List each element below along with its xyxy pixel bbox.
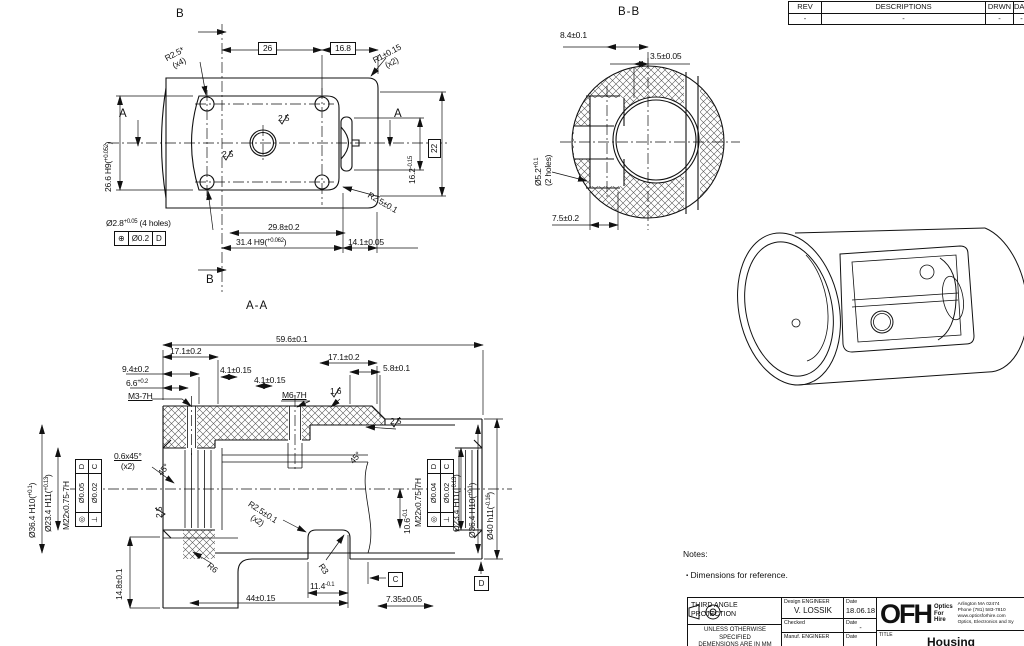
dim-14-8: 14.8±0.1 <box>114 568 124 600</box>
checked-cell: Checked <box>782 619 844 633</box>
surface-finish-icon <box>330 387 341 398</box>
drwn-col-header: DRWN <box>986 2 1014 13</box>
dim-44: 44±0.15 <box>246 593 276 603</box>
iso-view-drawing <box>737 227 1024 386</box>
company-address: Arlington MA 02474 Phone (781) 583-7810 … <box>957 602 1014 625</box>
dim-11-4: 11.4-0.1 <box>310 581 335 591</box>
dim-17-1-right: 17.1±0.2 <box>328 352 360 362</box>
tolerance-note-cell: UNLESS OTHERWISE SPECIFIED DEMENSIONS AR… <box>688 625 782 646</box>
design-engineer-cell: Design ENGINEER V. LOSSIK <box>782 598 844 619</box>
concentricity-symbol-icon: ◎ <box>428 512 440 526</box>
dim-4-1-b: 4.1±0.15 <box>254 375 286 385</box>
bullet-icon: ▪ <box>686 573 689 579</box>
notes-item: ▪ Dimensions for reference. <box>686 570 788 580</box>
top-view-drawing <box>108 24 448 292</box>
position-tolerance-frame: ⊕ Ø0.2 D <box>114 231 166 246</box>
title-block: THIRD ANGLE PROJECTION UNLESS OTHERWISE … <box>687 597 1024 646</box>
dim-17-1-left: 17.1±0.2 <box>170 346 202 356</box>
projection-cell: THIRD ANGLE PROJECTION <box>688 598 782 625</box>
third-angle-projection-icon <box>688 604 722 620</box>
revision-header-row: REV DESCRIPTIONS DRWN DATE <box>789 2 1024 14</box>
surface-finish-2-5: 2.5 <box>222 149 234 161</box>
section-bb-title: B-B <box>618 6 641 18</box>
revision-table: REV DESCRIPTIONS DRWN DATE - - - - <box>788 1 1024 25</box>
position-symbol-icon: ⊕ <box>115 232 129 245</box>
section-mark-a-left: A <box>119 108 128 120</box>
hole-diameter-callout: Ø2.8+0.05 (4 holes) <box>106 218 171 228</box>
perpendicularity-symbol-icon: ⊥ <box>89 512 101 526</box>
dia-36-4-right: Ø36.4 H10(+0.1) <box>467 482 477 538</box>
section-aa-title: A-A <box>246 300 269 312</box>
dim-7-35: 7.35±0.05 <box>386 594 422 604</box>
section-mark-b-bottom: B <box>206 274 215 286</box>
thread-m22-left: M22x0.75-7H <box>61 481 71 530</box>
surface-finish-icon <box>222 150 233 161</box>
dim-26-6-h9: 26.6 H9(+0.052) <box>103 141 113 192</box>
datum-flag-c: C <box>388 572 403 587</box>
design-engineer-name: V. LOSSIK <box>794 606 832 615</box>
dim-31-4-h9: 31.4 H9(+0.062) <box>236 237 287 247</box>
thread-m22-right: M22x0.75-7H <box>413 478 423 527</box>
dim-4-1-a: 4.1±0.15 <box>220 365 252 375</box>
dim-5-8: 5.8±0.1 <box>383 363 410 373</box>
dim-9-4: 9.4±0.2 <box>122 364 149 374</box>
surface-finish-icon <box>155 507 166 518</box>
datum-flag-d: D <box>474 576 489 591</box>
dim-7-5: 7.5±0.2 <box>552 213 579 223</box>
dim-8-4: 8.4±0.1 <box>560 30 587 40</box>
chamfer-callout: 0.6x45° (x2) <box>114 451 142 471</box>
dim-26-boxed: 26 <box>258 42 278 55</box>
notes-title: Notes: <box>683 549 708 559</box>
manuf-engineer-cell: Manuf. ENGINEER <box>782 633 844 646</box>
design-date: 18.06.18 <box>845 606 876 615</box>
design-date-cell: Date 18.06.18 <box>844 598 877 619</box>
rev-col-header: REV <box>789 2 822 13</box>
section-bb-drawing <box>551 44 740 230</box>
dia-36-4-left: Ø36.4 H10(+0.1) <box>27 482 37 538</box>
dim-6-6: 6.6+0.2 <box>126 378 148 388</box>
checked-date-cell: Date - <box>844 619 877 633</box>
section-mark-b-top: B <box>176 8 185 20</box>
date-col-header: DATE <box>1014 2 1024 11</box>
section-mark-a-right: A <box>394 108 403 120</box>
dim-14-1: 14.1±0.05 <box>348 237 384 247</box>
fcf-left-stack: ◎ Ø0.05 D ⊥ Ø0.02 C <box>75 459 102 527</box>
part-title: Housing <box>927 635 975 646</box>
descriptions-col-header: DESCRIPTIONS <box>822 2 986 13</box>
dim-29-8: 29.8±0.2 <box>268 222 300 232</box>
thread-m6-callout: M6-7H <box>282 390 307 400</box>
surface-finish-2-5: 2.5 <box>390 416 402 428</box>
thread-m3-callout: M3-7H <box>128 391 153 401</box>
dia-23-4-right: Ø23.4 H11(+0.13) <box>451 474 461 532</box>
dia-40-callout: Ø40 h11(-0.16) <box>485 491 495 540</box>
surface-finish-1-6: 1.6 <box>330 386 342 398</box>
dim-10-6: 10.6-0.1 <box>402 509 412 534</box>
revision-data-row: - - - - <box>789 13 1024 24</box>
company-logo-cell: OFH Optics For Hire Arlington MA 02474 P… <box>877 598 1024 631</box>
surface-finish-icon <box>278 114 289 125</box>
dim-16-2: 16.2-0.15 <box>407 156 417 184</box>
hole-5-2-callout: Ø5.2+0.1 (2 holes) <box>533 154 553 186</box>
surface-finish-2-5-rotated: 2.5 <box>154 506 166 518</box>
company-logo: OFH <box>880 598 933 629</box>
surface-finish-icon <box>390 417 401 428</box>
surface-finish-2-5: 2.5 <box>278 113 290 125</box>
manuf-date-cell: Date <box>844 633 877 646</box>
dim-3-5: 3.5±0.05 <box>650 51 682 61</box>
dim-59-6: 59.6±0.1 <box>276 334 308 344</box>
dim-22-boxed: 22 <box>428 138 441 158</box>
dim-16-8-boxed: 16.8 <box>330 42 356 55</box>
part-title-cell: TITLE Housing <box>877 631 1024 646</box>
dia-23-4-left: Ø23.4 H11(+0.13) <box>43 474 53 532</box>
concentricity-symbol-icon: ◎ <box>76 512 88 526</box>
